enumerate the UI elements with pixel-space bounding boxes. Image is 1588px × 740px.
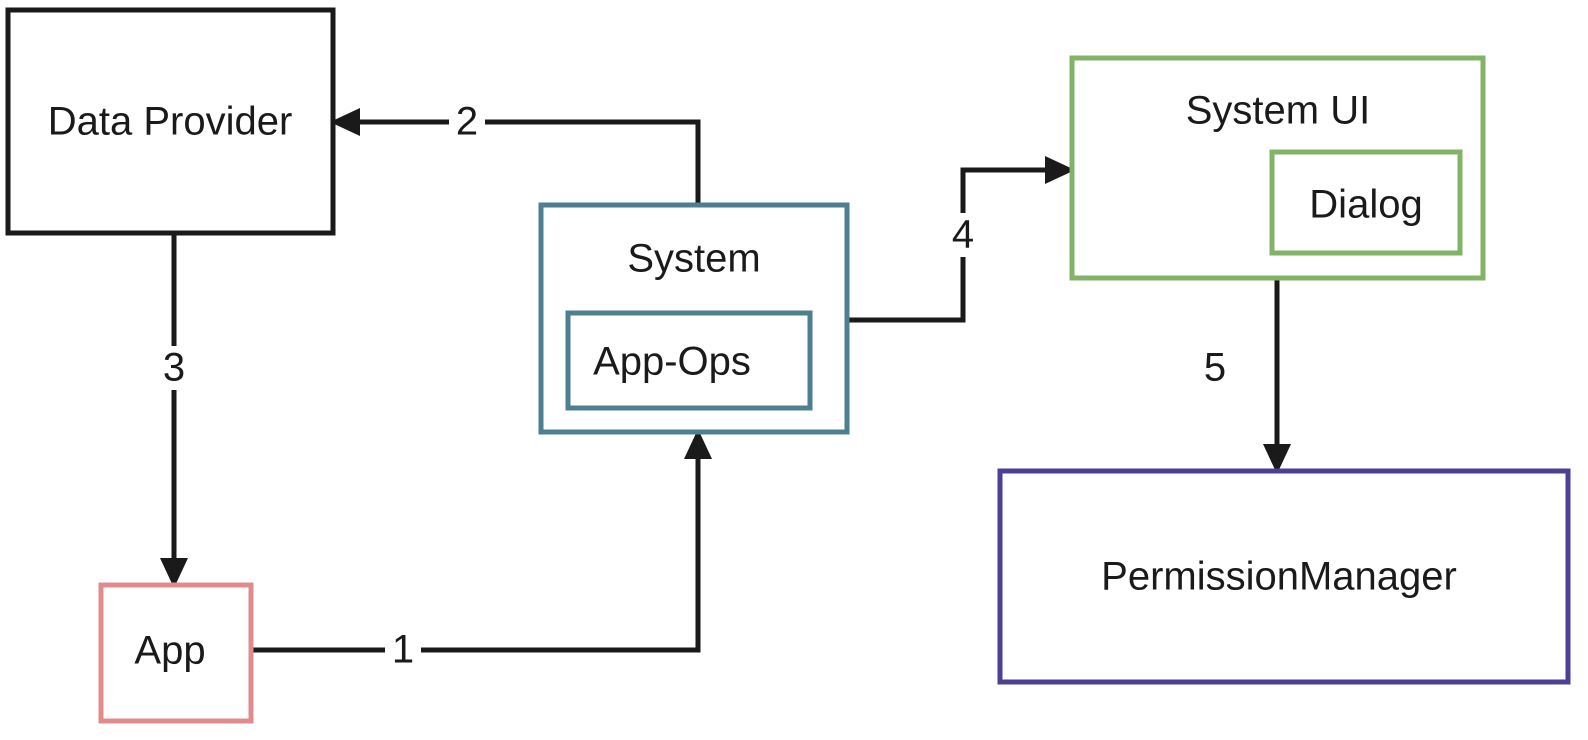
node-dialog[interactable]: Dialog bbox=[1269, 149, 1463, 256]
app-ops-label: App-Ops bbox=[593, 340, 751, 384]
edge-2-label: 2 bbox=[456, 100, 478, 144]
edge-1-group[interactable]: 1 bbox=[251, 429, 712, 672]
edge-3-group[interactable]: 3 bbox=[156, 233, 192, 588]
edge-3-label: 3 bbox=[163, 346, 185, 390]
permission-manager-label: PermissionManager bbox=[1101, 555, 1457, 599]
edge-5-label: 5 bbox=[1204, 346, 1226, 390]
data-provider-label: Data Provider bbox=[48, 100, 293, 144]
edge-2-group[interactable]: 2 bbox=[330, 100, 701, 205]
edge-5-arrowhead bbox=[1263, 444, 1291, 474]
edge-2-arrowhead bbox=[330, 108, 360, 136]
edge-1-label-bg bbox=[385, 628, 421, 672]
node-permission-manager[interactable]: PermissionManager bbox=[997, 468, 1571, 685]
edge-4-arrowhead bbox=[1045, 156, 1075, 184]
nodes-layer: Data Provider System App-Ops System UI D… bbox=[5, 7, 1571, 724]
edge-4-label: 4 bbox=[952, 213, 974, 257]
edge-3-label-bg bbox=[156, 346, 192, 390]
edges-layer: 1 2 3 4 5 bbox=[156, 100, 1291, 672]
app-box[interactable] bbox=[98, 582, 254, 724]
app-ops-box[interactable] bbox=[565, 310, 813, 411]
edge-2-label-bg bbox=[449, 100, 485, 144]
system-label: System bbox=[627, 237, 760, 281]
dialog-label: Dialog bbox=[1309, 183, 1422, 227]
edge-5-group[interactable]: 5 bbox=[1204, 278, 1291, 474]
edge-4-label-bg bbox=[945, 213, 981, 257]
edge-1-arrowhead bbox=[684, 429, 712, 459]
edge-1-line[interactable] bbox=[251, 445, 701, 653]
node-app-ops[interactable]: App-Ops bbox=[565, 310, 813, 411]
node-data-provider[interactable]: Data Provider bbox=[5, 7, 336, 236]
data-provider-box[interactable] bbox=[5, 7, 336, 236]
edge-2-line[interactable] bbox=[346, 119, 701, 205]
edge-1-label: 1 bbox=[392, 628, 414, 672]
node-app[interactable]: App bbox=[98, 582, 254, 724]
dialog-box[interactable] bbox=[1269, 149, 1463, 256]
edge-3-arrowhead bbox=[160, 558, 188, 588]
system-ui-label: System UI bbox=[1186, 89, 1370, 133]
edge-4-group[interactable]: 4 bbox=[847, 156, 1075, 323]
permission-manager-box[interactable] bbox=[997, 468, 1571, 685]
app-label: App bbox=[134, 629, 205, 673]
